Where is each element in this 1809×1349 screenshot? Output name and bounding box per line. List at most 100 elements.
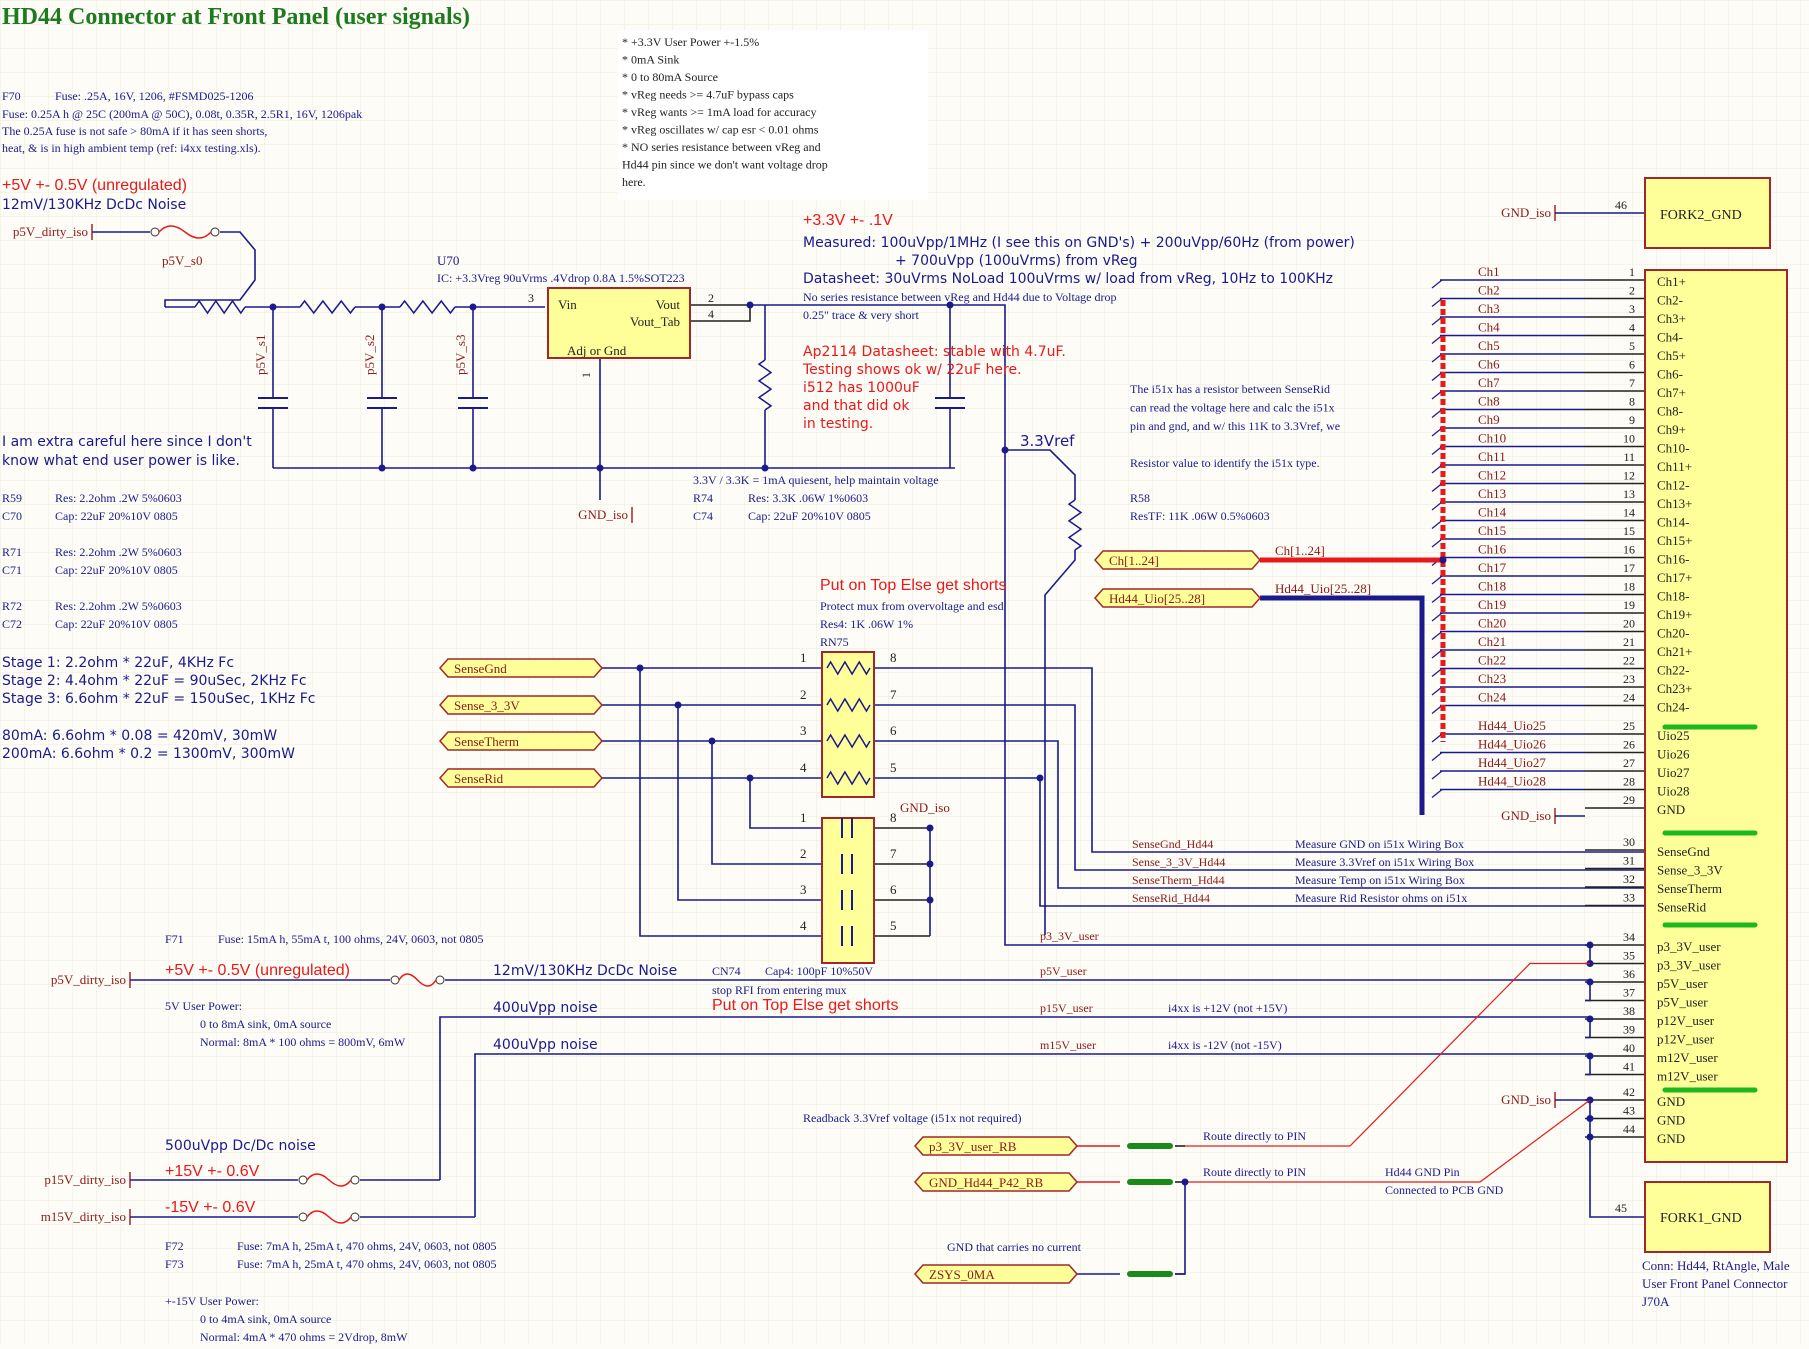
port-sensetherm[interactable]	[438, 731, 604, 751]
pin-num: 37	[1623, 986, 1635, 1000]
u70-desc: IC: +3.3Vreg 90uVrms .4Vdrop 0.8A 1.5%SO…	[437, 271, 685, 285]
pin-name: GND	[1657, 1113, 1685, 1128]
port-ch-bus[interactable]	[1093, 550, 1262, 570]
reg-note-line: * vReg oscillates w/ cap esr < 0.01 ohms	[622, 123, 819, 137]
pin-num: 14	[1623, 506, 1635, 520]
port-uio-bus-label: Hd44_Uio[25..28]	[1109, 591, 1205, 606]
port-sense_3_3v[interactable]	[438, 695, 604, 715]
pin-name: Uio27	[1657, 765, 1690, 780]
pin-num: 24	[1623, 691, 1635, 705]
net-label-gnd-iso: m15V_dirty_iso	[41, 1209, 126, 1224]
part-ref: C71	[2, 563, 22, 577]
pin-name: Ch24-	[1657, 700, 1690, 715]
pin-name: m12V_user	[1657, 1069, 1718, 1084]
net-label-ch: Ch15	[1478, 523, 1506, 538]
net-label-ch: Ch9	[1478, 412, 1500, 427]
bus-entry	[1431, 668, 1443, 677]
wire	[474, 1053, 1590, 1217]
pin-num: 4	[1629, 321, 1635, 335]
port-p3v3-user-rb[interactable]	[913, 1136, 1079, 1156]
net-label-ch: Hd44_Uio27	[1478, 755, 1546, 770]
f71-ref: F71	[165, 932, 184, 946]
port-zsys-0ma[interactable]	[913, 1264, 1079, 1284]
port-zsys-0ma-label: ZSYS_0MA	[929, 1267, 995, 1282]
pin-num: 5	[890, 918, 897, 933]
net-label-ch: Ch21	[1478, 634, 1506, 649]
reg-note-line: * 0 to 80mA Source	[622, 70, 718, 84]
bus-entry	[1431, 612, 1443, 622]
pin-name: p3_3V_user	[1657, 939, 1721, 954]
pin-num: 5	[1629, 339, 1635, 353]
rn75-resistor	[826, 660, 871, 676]
v33-range-label: +3.3V +- .1V	[803, 212, 893, 229]
pin-name: Ch15+	[1657, 533, 1693, 548]
sense-desc: Measure GND on i51x Wiring Box	[1295, 837, 1464, 851]
port-senserid[interactable]	[438, 768, 604, 788]
bus-entry	[1431, 649, 1443, 659]
i4xx-m-note: i4xx is -12V (not -15V)	[1168, 1038, 1282, 1052]
net-label-m15v-user: m15V_user	[1040, 1038, 1096, 1052]
net-label-p5v_s1: p5V_s1	[253, 335, 268, 375]
wire	[1185, 1099, 1591, 1183]
route-note: Route directly to PIN	[1203, 1129, 1306, 1143]
reg-note-line: here.	[622, 175, 646, 189]
part-ref: C72	[2, 617, 22, 631]
sense-desc: Measure Rid Resistor ohms on i51x	[1295, 891, 1467, 905]
cn74-desc: Cap4: 100pF 10%50V	[765, 964, 873, 978]
user5v-note: Normal: 8mA * 100 ohms = 800mV, 6mW	[200, 1035, 406, 1049]
net-label-ch: Ch2	[1478, 283, 1500, 298]
pin-num: 38	[1623, 1004, 1635, 1018]
port-uio-bus[interactable]	[1093, 588, 1262, 608]
bus-uio	[1260, 595, 1425, 815]
pin-num: 15	[1623, 524, 1635, 538]
net-label-p3v3-user: p3_3V_user	[1040, 929, 1099, 943]
net-label-ch: Ch6	[1478, 357, 1500, 372]
reg-note-line: * vReg needs >= 4.7uF bypass caps	[622, 88, 794, 102]
pin-name: p5V_user	[1657, 976, 1708, 991]
pin-name: Ch1+	[1657, 274, 1686, 289]
pin-num: 25	[1623, 719, 1635, 733]
port-sensegnd[interactable]	[438, 658, 604, 678]
bus-entry	[1431, 316, 1443, 326]
bus-entry	[1431, 770, 1443, 780]
pin-name: Ch9+	[1657, 422, 1686, 437]
connector-j70a-body	[1644, 269, 1788, 1163]
wire	[874, 740, 1645, 889]
net-label-p5v-user: p5V_user	[1040, 964, 1087, 978]
pin-num: 4	[800, 760, 807, 775]
p15-range-label: +15V +- 0.6V	[165, 1163, 260, 1180]
user15v-note: 0 to 4mA sink, 0mA source	[200, 1312, 331, 1326]
r58-desc: ResTF: 11K .06W 0.5%0603	[1130, 509, 1270, 523]
pin-name: Uio28	[1657, 784, 1690, 799]
measured-note: Measured: 100uVpp/1MHz (I see this on GN…	[803, 235, 1355, 251]
pin-name: GND	[1657, 1131, 1685, 1146]
ap2114-note: Testing shows ok w/ 22uF here.	[802, 362, 1022, 378]
bus-entry	[1431, 279, 1443, 289]
connector-fork1	[1644, 1181, 1771, 1253]
pin-num: 11	[1623, 450, 1635, 464]
user5v-note: 0 to 8mA sink, 0mA source	[200, 1017, 331, 1031]
wire	[1589, 1100, 1645, 1218]
wire	[1585, 1019, 1591, 1039]
pin-name: Uio25	[1657, 728, 1690, 743]
port-gnd-hd44-p42-rb[interactable]	[913, 1172, 1079, 1192]
put-on-top-note: Put on Top Else get shorts	[820, 577, 1006, 594]
pin-num: 23	[1623, 672, 1635, 686]
net-label-ch: Ch4	[1478, 320, 1500, 335]
reg-note-line: * +3.3V User Power +-1.5%	[622, 35, 759, 49]
bus-entry	[1431, 575, 1443, 585]
pin-num: 29	[1623, 793, 1635, 807]
pin-vout: Vout	[656, 297, 681, 312]
net-label-ch: Ch10	[1478, 431, 1506, 446]
fork2-name: FORK2_GND	[1660, 208, 1742, 223]
junction-dot	[469, 464, 477, 472]
pin-name: Ch5+	[1657, 348, 1686, 363]
wire	[1585, 982, 1591, 1002]
pin-num: 30	[1623, 835, 1635, 849]
text-layer: HD44 Connector at Front Panel (user sign…	[2, 4, 1790, 1344]
bus-entry	[1431, 409, 1443, 418]
bus-entry	[1431, 594, 1443, 603]
